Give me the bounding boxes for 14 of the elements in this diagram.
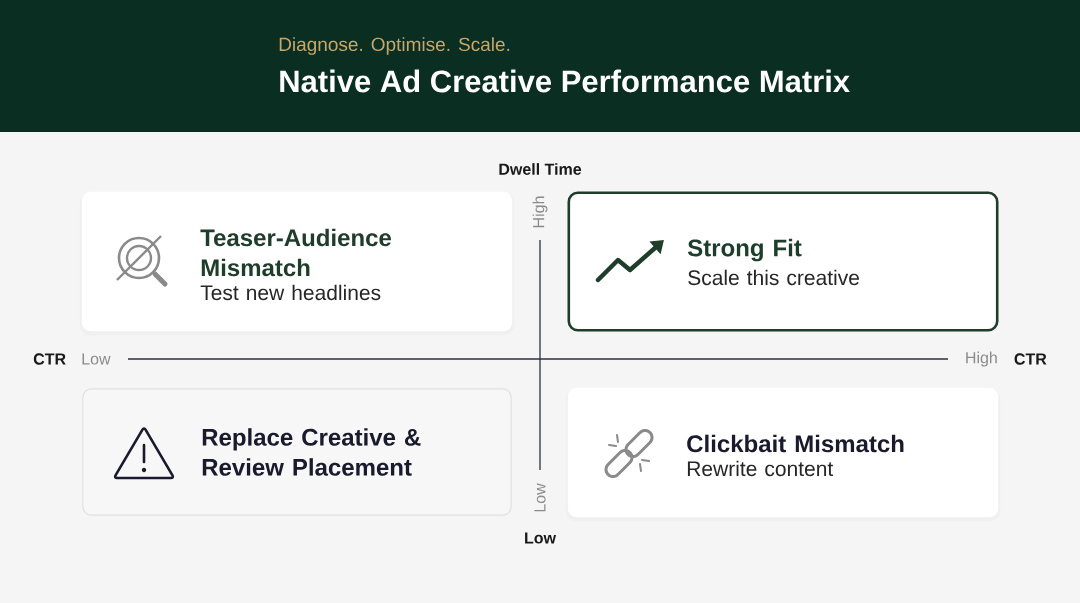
axis-end-label: Low [82,353,111,365]
quadrant-card: Clickbait Mismatch Rewrite content [565,387,1001,522]
tagline: Diagnose. Optimise. Scale. [279,37,510,55]
axis-title: CTR [1014,353,1047,365]
quadrant-card: Replace Creative & Review Placement [82,388,512,516]
axis-title: Dwell Time [499,163,582,175]
quadrant-card: Teaser-Audience Mismatch Test new headlines [79,191,515,336]
title: Native Ad Creative Performance Matrix [280,69,850,93]
quadrant-card: Strong Fit Scale this creative [567,191,999,332]
axis-title: Low [525,532,557,544]
axis-end-label: High [532,196,548,228]
axis-end-label: Low [534,483,546,512]
axis-title: CTR [33,353,66,365]
axis-end-label: High [966,351,997,367]
